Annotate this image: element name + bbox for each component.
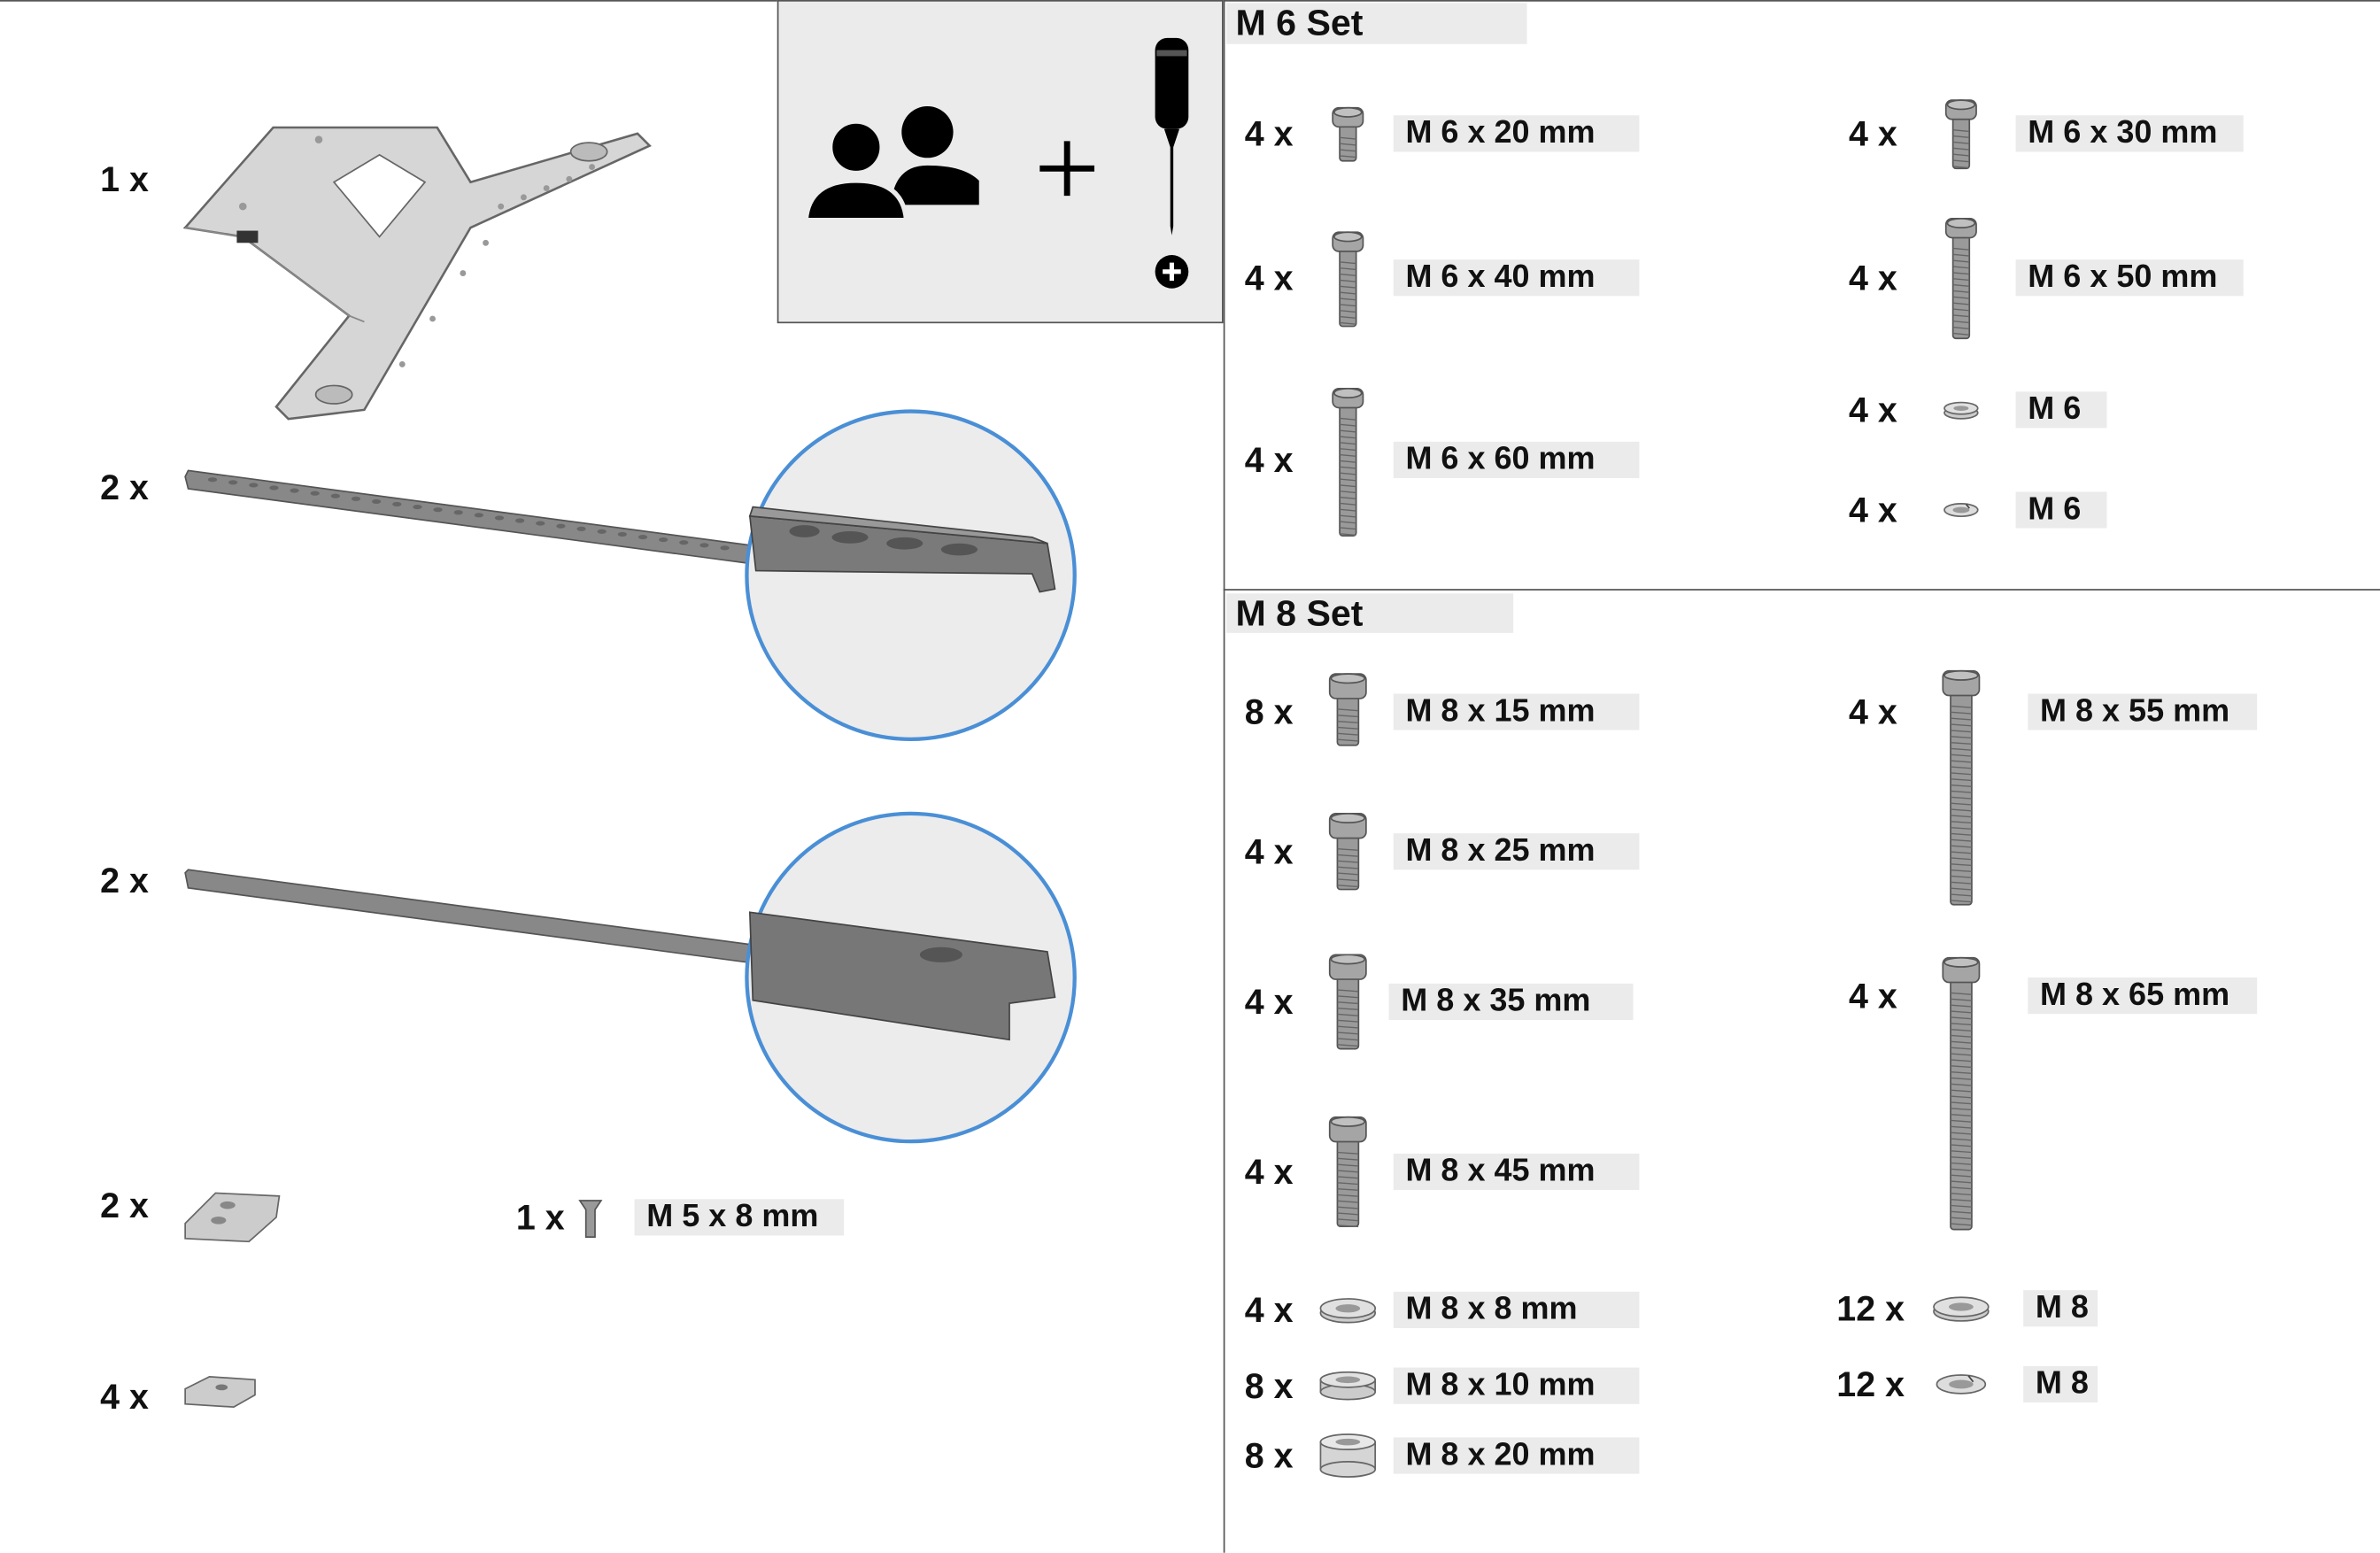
item-qty: 4 x <box>1849 490 1897 530</box>
item-size-label: M 6 <box>2015 491 2107 529</box>
item-qty: 4 x <box>1849 258 1897 298</box>
item-qty: 4 x <box>1244 113 1294 154</box>
flat-washer-icon <box>1943 401 1979 420</box>
part-qty: 2 x <box>100 861 149 900</box>
plus-icon <box>1039 141 1095 197</box>
item-size-label: M 8 x 8 mm <box>1393 1291 1640 1329</box>
item-size-label: M 8 x 20 mm <box>1393 1437 1640 1474</box>
item-size-label: M 8 x 65 mm <box>2028 977 2258 1015</box>
item-qty: 4 x <box>1244 982 1294 1022</box>
socket-head-bolt-icon <box>1942 956 1981 1231</box>
item-size-label: M 8 x 55 mm <box>2028 693 2258 730</box>
item-qty: 12 x <box>1836 1364 1905 1404</box>
item-qty: 4 x <box>1849 692 1897 732</box>
part-qty: 1 x <box>100 159 149 199</box>
two-people-icon <box>803 106 979 223</box>
socket-head-bolt-icon <box>1328 813 1367 891</box>
item-qty: 4 x <box>1849 976 1897 1016</box>
horizontal-divider <box>1223 589 2380 591</box>
spacer-sleeve-icon <box>1319 1433 1377 1478</box>
m5-qty: 1 x <box>515 1197 565 1238</box>
item-size-label: M 8 <box>2023 1290 2098 1327</box>
flat-washer-icon <box>1319 1298 1377 1324</box>
perforated-rail-image <box>184 409 1077 742</box>
item-qty: 8 x <box>1244 692 1294 732</box>
socket-head-bolt-icon <box>1328 954 1367 1050</box>
part-qty: 4 x <box>100 1376 149 1417</box>
m6-set-title: M 6 Set <box>1226 3 1527 44</box>
mounting-bracket-image <box>182 126 652 421</box>
item-qty: 4 x <box>1244 258 1294 298</box>
socket-head-bolt-icon <box>1328 673 1367 746</box>
item-size-label: M 6 x 50 mm <box>2015 259 2244 297</box>
item-qty: 4 x <box>1244 1290 1294 1330</box>
socket-head-bolt-icon <box>1332 388 1364 537</box>
m5-label: M 5 x 8 mm <box>634 1199 845 1236</box>
square-nut-image <box>184 1375 256 1409</box>
countersunk-screw-icon <box>578 1200 603 1239</box>
item-size-label: M 6 x 40 mm <box>1393 259 1640 297</box>
spring-washer-icon <box>1936 1374 1987 1395</box>
socket-head-bolt-icon <box>1332 231 1364 328</box>
item-size-label: M 6 <box>2015 391 2107 429</box>
socket-head-bolt-icon <box>1328 1116 1367 1228</box>
spring-washer-icon <box>1943 502 1979 518</box>
socket-head-bolt-icon <box>1944 99 1977 170</box>
item-size-label: M 8 x 15 mm <box>1393 693 1640 730</box>
item-size-label: M 6 x 60 mm <box>1393 441 1640 479</box>
item-size-label: M 8 x 25 mm <box>1393 833 1640 870</box>
socket-head-bolt-icon <box>1332 106 1364 162</box>
item-qty: 4 x <box>1244 1152 1294 1192</box>
item-size-label: M 8 x 45 mm <box>1393 1153 1640 1191</box>
item-size-label: M 6 x 20 mm <box>1393 115 1640 152</box>
item-size-label: M 6 x 30 mm <box>2015 115 2244 152</box>
item-size-label: M 8 <box>2023 1365 2098 1403</box>
tools-box <box>777 0 1224 324</box>
perforated-rail-image <box>184 811 1077 1144</box>
flat-washer-icon <box>1933 1296 1990 1322</box>
item-qty: 8 x <box>1244 1435 1294 1476</box>
item-size-label: M 8 x 35 mm <box>1388 983 1634 1021</box>
phillips-screwdriver-icon <box>1155 37 1189 289</box>
thick-washer-icon <box>1319 1371 1377 1401</box>
part-qty: 2 x <box>100 1185 149 1225</box>
part-qty: 2 x <box>100 467 149 507</box>
double-hole-plate-image <box>184 1192 281 1243</box>
item-size-label: M 8 x 10 mm <box>1393 1367 1640 1404</box>
item-qty: 8 x <box>1244 1365 1294 1406</box>
item-qty: 12 x <box>1836 1288 1905 1329</box>
item-qty: 4 x <box>1244 440 1294 480</box>
socket-head-bolt-icon <box>1944 218 1977 340</box>
vertical-divider <box>1223 0 1225 1553</box>
item-qty: 4 x <box>1244 831 1294 872</box>
item-qty: 4 x <box>1849 390 1897 430</box>
m8-set-title: M 8 Set <box>1226 593 1514 635</box>
item-qty: 4 x <box>1849 113 1897 154</box>
socket-head-bolt-icon <box>1942 669 1981 906</box>
